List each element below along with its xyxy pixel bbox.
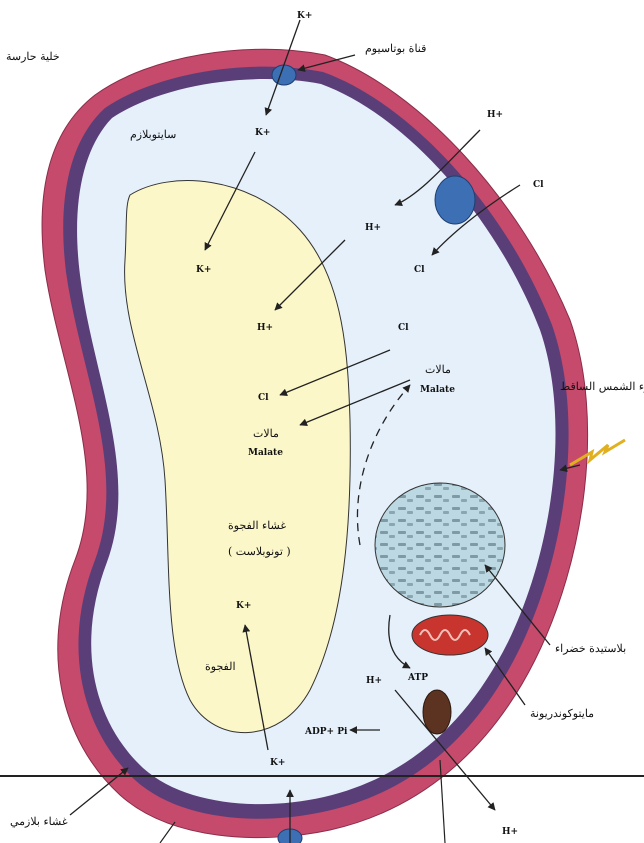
label-malate-ar-cytoplasm: مالات — [425, 363, 451, 376]
label-plasma-membrane: غشاء بلازمي — [10, 815, 68, 828]
ion-h-vacuole: H+ — [257, 323, 273, 333]
ion-h-near-atp: H+ — [366, 676, 382, 686]
ion-cl-cytoplasm-2: Cl — [398, 323, 409, 333]
ion-cl-vacuole: Cl — [258, 393, 269, 403]
label-tonoplast: ( تونوبلاست ) — [228, 545, 291, 558]
membrane-pointer — [160, 822, 175, 843]
ion-k-bottom: K+ — [270, 758, 285, 768]
ion-k-cytoplasm: K+ — [255, 128, 270, 138]
label-cytoplasm: سايتوبلازم — [130, 128, 176, 141]
label-blue-light: إشعاع ضوء الشمس الساقط — [560, 380, 644, 393]
label-malate-ar-vacuole: مالات — [253, 427, 279, 440]
label-potassium-channel: قناة بوتاسيوم — [365, 42, 426, 55]
label-malate-en-cytoplasm: Malate — [420, 385, 455, 395]
ion-k-vacuole-bottom: K+ — [236, 601, 251, 611]
label-vacuole: الفجوة — [205, 660, 236, 673]
chloride-channel — [435, 176, 475, 224]
ion-cl-outside: Cl — [533, 180, 544, 190]
label-guard-cell: خلية حارسة — [6, 50, 60, 63]
label-malate-en-vacuole: Malate — [248, 448, 283, 458]
ion-cl-cytoplasm: Cl — [414, 265, 425, 275]
proton-pump — [423, 690, 451, 734]
divider-line — [0, 775, 644, 777]
label-mitochondrion: مايتوكوندريونة — [530, 707, 594, 720]
ion-k-vacuole: K+ — [196, 265, 211, 275]
ion-h-cytoplasm: H+ — [365, 223, 381, 233]
ion-h-outside: H+ — [487, 110, 503, 120]
potassium-channel-top — [272, 65, 296, 85]
label-adp: ADP+ Pi — [304, 727, 348, 737]
chloroplast — [375, 483, 505, 607]
label-vacuole-membrane: غشاء الفجوة — [228, 519, 286, 532]
label-blue-light-text: إشعاع ضوء الشمس الساقط — [560, 380, 644, 393]
label-atp: ATP — [407, 673, 428, 683]
label-chloroplast: بلاستيدة خضراء — [555, 642, 626, 655]
ion-h-out-bottom: H+ — [502, 827, 518, 837]
ion-k-top: K+ — [297, 11, 312, 21]
